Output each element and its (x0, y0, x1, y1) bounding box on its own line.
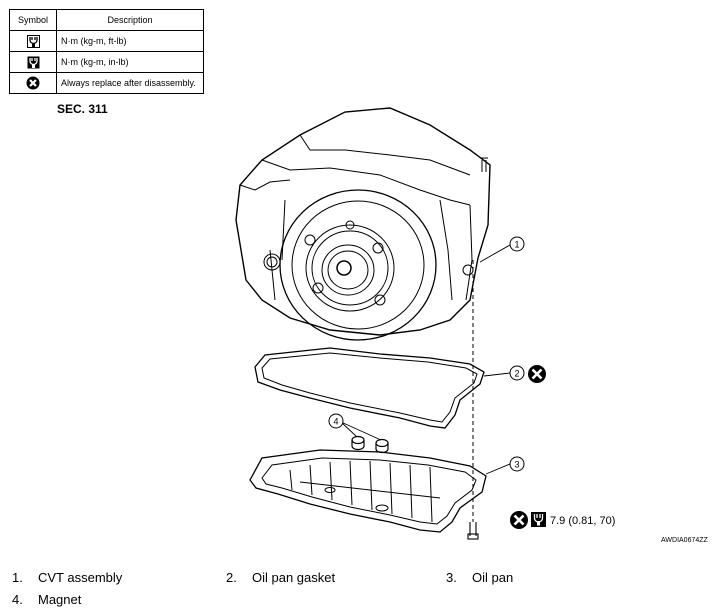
callout-1-text: 1 (514, 240, 519, 250)
callout-4-text: 4 (333, 417, 338, 427)
part-number: 4. (12, 592, 23, 607)
torque-wrench-inlb-icon (531, 512, 546, 527)
oil-pan-gasket-drawing (254, 347, 485, 429)
section-label: SEC. 311 (57, 102, 108, 116)
callout-4: 4 (328, 413, 344, 429)
oil-pan-bolt-drawing (467, 522, 479, 540)
part-number: 3. (446, 570, 457, 585)
part-item-2: 2. Oil pan gasket (226, 570, 335, 585)
magnet-drawing (351, 435, 389, 454)
figure-code: AWDIA0674ZZ (661, 537, 708, 544)
cvt-assembly-drawing (235, 107, 491, 341)
part-name: Magnet (38, 592, 82, 607)
torque-spec-text: 7.9 (0.81, 70) (550, 515, 615, 527)
replace-x-icon (510, 511, 528, 529)
symbol-legend-table: Symbol Description N·m (kg-m, ft-lb) N·m… (9, 9, 204, 94)
callout-3-text: 3 (514, 460, 519, 470)
part-number: 2. (226, 570, 237, 585)
torque-wrench-icon (26, 34, 40, 48)
part-item-4: 4. Magnet (12, 592, 81, 607)
part-number: 1. (12, 570, 23, 585)
part-name: CVT assembly (38, 570, 123, 585)
torque-wrench-inlb-icon (27, 56, 39, 68)
callout-1: 1 (509, 236, 525, 252)
part-name: Oil pan (472, 570, 514, 585)
legend-row-3-description: Always replace after disassembly. (56, 72, 204, 94)
oil-pan-drawing (249, 449, 487, 533)
leader-lines (340, 244, 511, 475)
part-item-3: 3. Oil pan (446, 570, 513, 585)
part-item-1: 1. CVT assembly (12, 570, 122, 585)
replace-x-icon (528, 365, 546, 383)
callout-3: 3 (509, 456, 525, 472)
replace-x-icon (26, 76, 40, 90)
part-name: Oil pan gasket (252, 570, 336, 585)
callout-2: 2 (509, 365, 525, 381)
callout-2-text: 2 (514, 369, 519, 379)
